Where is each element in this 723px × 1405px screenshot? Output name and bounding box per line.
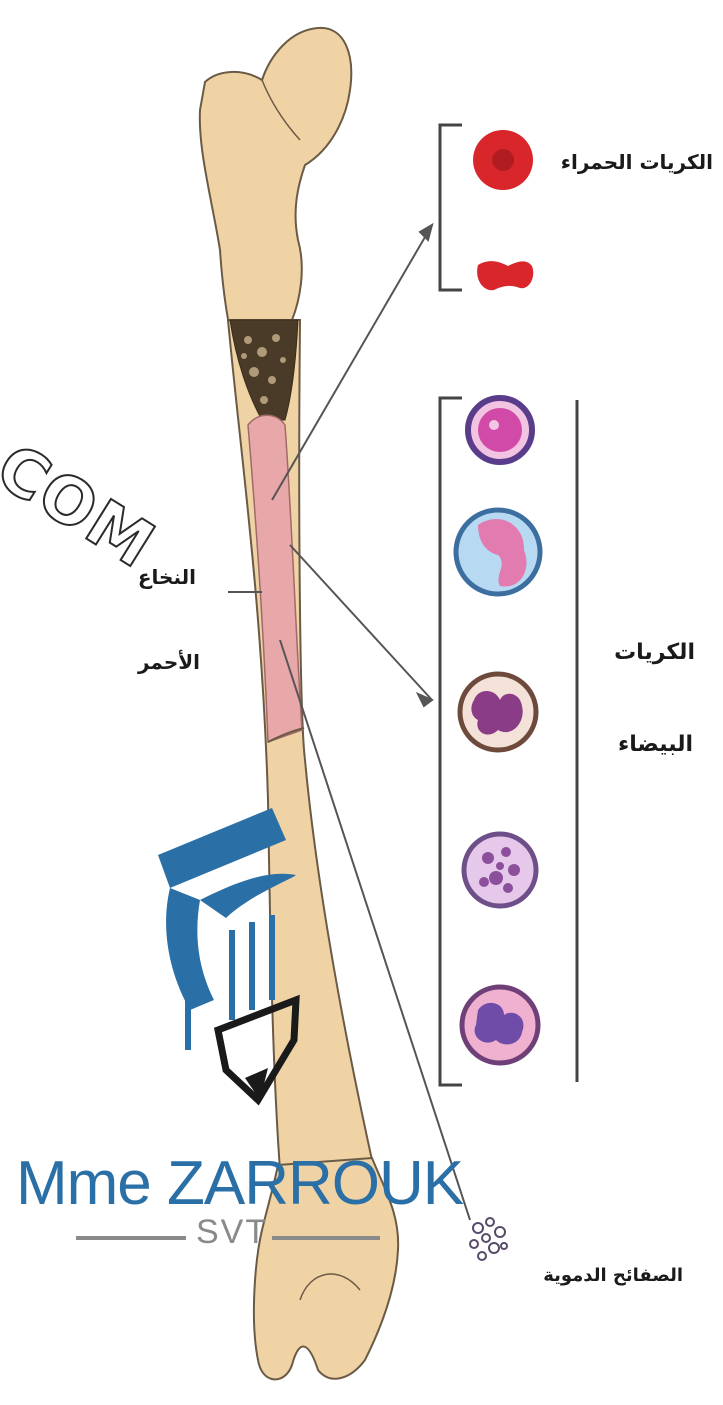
white-blood-cells [456, 398, 540, 1063]
red-blood-cells [473, 130, 533, 290]
brand-name: Mme ZARROUK [16, 1148, 463, 1219]
eosinophil [462, 987, 538, 1063]
neutrophil [460, 674, 536, 750]
basophil [464, 834, 536, 906]
red-cell-side [477, 261, 533, 290]
brand-subtitle: SVT [196, 1213, 268, 1252]
lymphocyte [468, 398, 532, 462]
label-white-cells-line2: البيضاء [618, 732, 693, 758]
label-white-cells-line1: الكريات [614, 640, 695, 666]
label-marrow-line2: الأحمر [138, 650, 200, 674]
label-red-cells: الكريات الحمراء [561, 150, 713, 174]
monocyte [456, 510, 540, 594]
label-platelets: الصفائح الدموية [543, 1265, 683, 1287]
label-marrow-line1: النخاع [138, 565, 196, 589]
platelets-cluster-icon [470, 1218, 507, 1260]
